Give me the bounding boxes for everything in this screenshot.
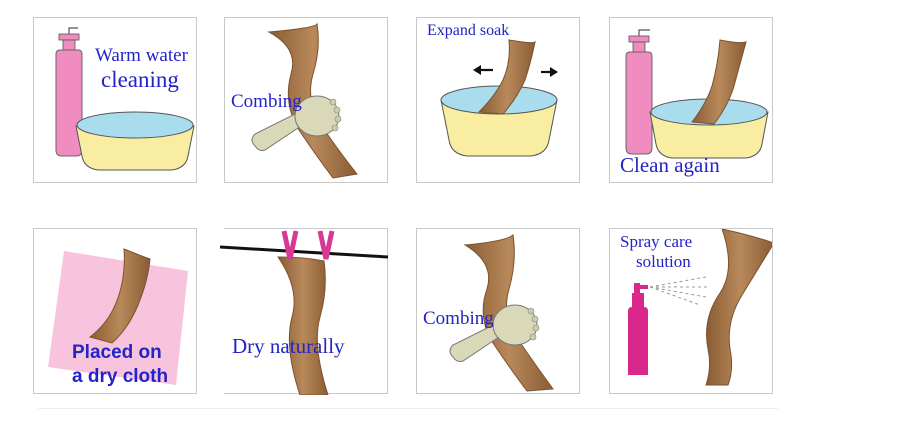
step-panel-placed-on-dry-cloth: Placed on a dry cloth bbox=[33, 228, 197, 394]
spray-bottle-icon bbox=[628, 283, 648, 375]
caption-line-2: a dry cloth bbox=[72, 366, 169, 387]
hair-weft-icon bbox=[277, 256, 329, 395]
bowl-icon bbox=[75, 111, 195, 171]
clip-icon bbox=[281, 230, 299, 260]
step-panel-dry-naturally: Dry naturally bbox=[220, 228, 389, 395]
caption-line-1: Spray care bbox=[620, 232, 693, 251]
step-panel-warm-water-cleaning: Warm water cleaning bbox=[33, 17, 197, 183]
step-panel-spray-care-solution: Spray care solution bbox=[609, 228, 773, 394]
brush-icon bbox=[449, 304, 540, 362]
hair-weft-icon bbox=[267, 22, 358, 179]
arrow-right-icon bbox=[541, 67, 558, 77]
hair-weft-icon bbox=[477, 39, 536, 115]
clothesline-icon bbox=[220, 245, 389, 259]
bottom-divider bbox=[38, 408, 778, 409]
arrow-left-icon bbox=[473, 65, 493, 75]
caption: Dry naturally bbox=[232, 334, 345, 358]
hair-weft-icon bbox=[691, 39, 747, 125]
caption-line-2: solution bbox=[636, 252, 691, 271]
step-panel-combing: Combing bbox=[224, 17, 388, 183]
step-panel-combing-2: Combing bbox=[416, 228, 580, 394]
pump-bottle-icon bbox=[625, 29, 653, 155]
caption-line-2: cleaning bbox=[101, 67, 179, 92]
caption-line-1: Warm water bbox=[95, 45, 188, 66]
clip-icon bbox=[317, 230, 335, 260]
hair-weft-icon bbox=[88, 248, 151, 344]
step-panel-expand-soak: Expand soak bbox=[416, 17, 580, 183]
caption: Combing bbox=[423, 308, 494, 329]
brush-icon bbox=[251, 95, 342, 151]
caption: Expand soak bbox=[427, 22, 510, 39]
caption-line-1: Placed on bbox=[72, 342, 162, 363]
hair-weft-icon bbox=[705, 229, 772, 386]
caption: Clean again bbox=[620, 153, 720, 177]
step-panel-clean-again: Clean again bbox=[609, 17, 773, 183]
caption: Combing bbox=[231, 91, 302, 112]
hair-weft-icon bbox=[463, 233, 554, 392]
